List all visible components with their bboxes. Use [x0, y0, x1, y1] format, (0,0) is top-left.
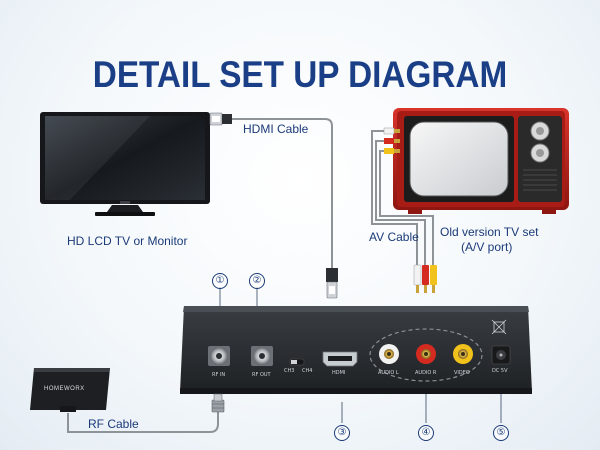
- set-top-box-icon: [180, 306, 532, 394]
- rca-plug-icon: [413, 264, 437, 293]
- av-cable-white: [371, 130, 418, 265]
- rf-plug-icon: [211, 393, 225, 413]
- dc-port: [491, 345, 511, 365]
- audio-l-port: [379, 344, 399, 364]
- callout-2: ②: [249, 273, 265, 289]
- recycle-bin-icon: [491, 319, 507, 335]
- old-tv-label-line1: Old version TV set: [440, 225, 539, 239]
- ch4-label: CH4: [302, 368, 313, 374]
- hdmi-cable: [230, 118, 333, 270]
- hd-tv-label: HD LCD TV or Monitor: [67, 234, 188, 248]
- video-label: VIDEO: [454, 370, 470, 376]
- rf-in-port: [208, 346, 230, 366]
- hd-tv-icon: [40, 112, 210, 216]
- video-port: [453, 344, 473, 364]
- callout-3: ③: [334, 425, 350, 441]
- hdmi-port: [322, 351, 358, 367]
- rf-in-label: RF IN: [212, 372, 226, 378]
- dc-label: DC 5V: [492, 368, 508, 374]
- audio-l-label: AUDIO L: [378, 370, 399, 376]
- antenna-brand: HOMEWORX: [44, 386, 85, 392]
- hdmi-label: HDMI: [332, 370, 346, 376]
- old-tv-label-line2: (A/V port): [461, 240, 513, 254]
- hdmi-plug-icon: [209, 112, 232, 126]
- rf-out-port: [251, 346, 273, 366]
- ch3-label: CH3: [284, 368, 295, 374]
- callout-1: ①: [212, 273, 228, 289]
- hdmi-plug-icon: [326, 268, 338, 299]
- channel-switch: [289, 358, 305, 366]
- retro-tv-icon: [393, 108, 569, 214]
- av-cable-label: AV Cable: [369, 230, 419, 244]
- hdmi-cable-label: HDMI Cable: [243, 122, 309, 136]
- rf-cable-label: RF Cable: [88, 417, 139, 431]
- av-cable-red: [375, 140, 426, 265]
- audio-r-label: AUDIO R: [415, 370, 437, 376]
- audio-r-port: [416, 344, 436, 364]
- diagram-title: DETAIL SET UP DIAGRAM: [92, 54, 508, 95]
- callout-5: ⑤: [493, 425, 509, 441]
- callout-4: ④: [418, 425, 434, 441]
- rf-cable: [67, 410, 219, 433]
- antenna-icon: [30, 368, 110, 412]
- rf-out-label: RF OUT: [252, 372, 271, 378]
- rca-plug-icon: [383, 127, 400, 154]
